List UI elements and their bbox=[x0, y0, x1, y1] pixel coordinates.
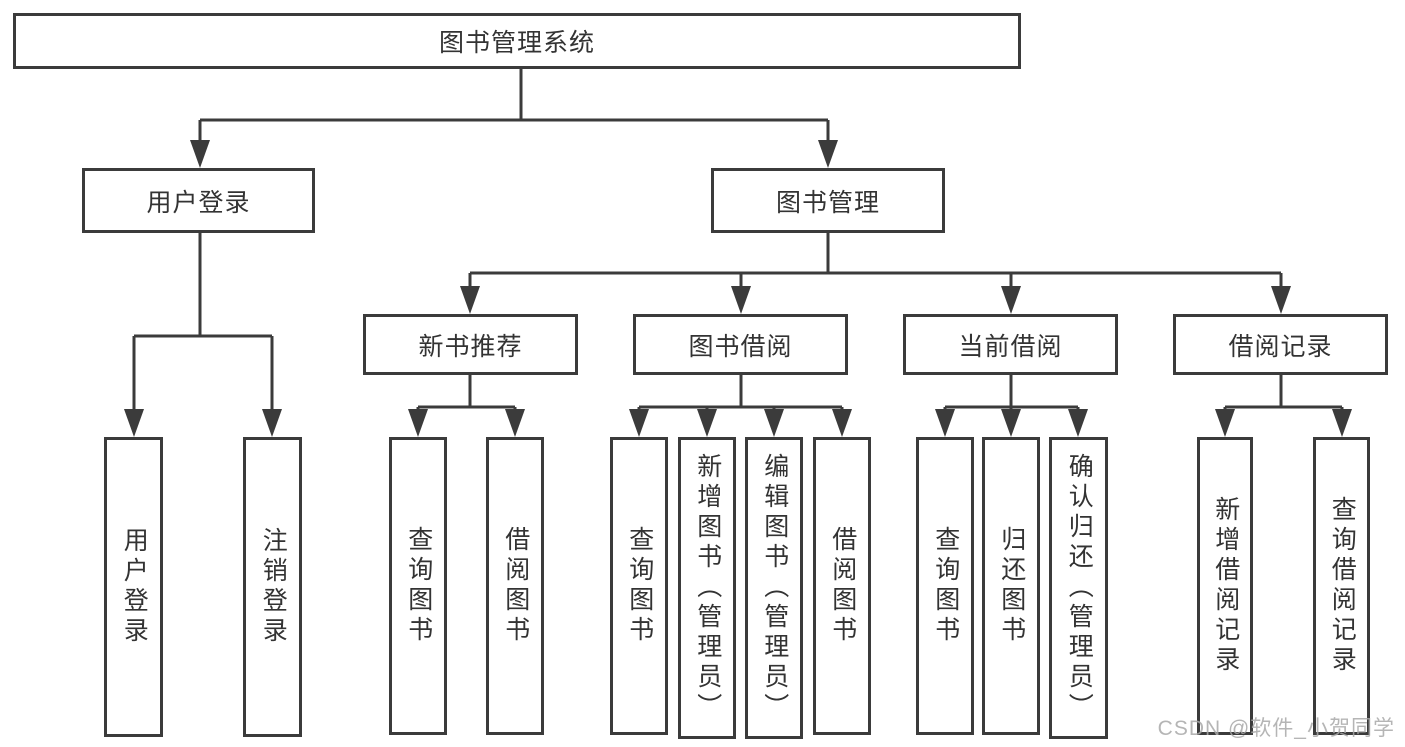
csdn-watermark: CSDN @软件_小贺同学 bbox=[1157, 717, 1395, 740]
node-label: 图书借阅 bbox=[688, 332, 793, 361]
node-label: 查询图书 bbox=[931, 526, 960, 646]
node-user-login: 用户登录 bbox=[82, 168, 315, 233]
node-label: 借阅图书 bbox=[828, 526, 857, 646]
node-book-management: 图书管理 bbox=[711, 168, 945, 233]
leaf-query-books-2: 查询图书 bbox=[610, 437, 668, 735]
leaf-add-books-admin: 新增图书（管理员） bbox=[678, 437, 736, 739]
leaf-return-books: 归还图书 bbox=[982, 437, 1040, 735]
node-current-borrow: 当前借阅 bbox=[903, 314, 1118, 375]
node-label: 编辑图书（管理员） bbox=[760, 453, 789, 723]
node-label: 用户登录 bbox=[120, 527, 149, 647]
leaf-query-borrow-record: 查询借阅记录 bbox=[1313, 437, 1370, 735]
node-book-borrow: 图书借阅 bbox=[633, 314, 848, 375]
leaf-confirm-return-admin: 确认归还（管理员） bbox=[1049, 437, 1108, 739]
node-label: 新增图书（管理员） bbox=[693, 453, 722, 723]
node-label: 当前借阅 bbox=[958, 332, 1063, 361]
node-label: 新增借阅记录 bbox=[1211, 496, 1240, 676]
leaf-user-login: 用户登录 bbox=[104, 437, 163, 737]
node-label: 确认归还（管理员） bbox=[1065, 453, 1094, 723]
node-label: 查询图书 bbox=[404, 526, 433, 646]
node-new-book-recommend: 新书推荐 bbox=[363, 314, 578, 375]
node-library-management-system: 图书管理系统 bbox=[13, 13, 1021, 69]
leaf-logout: 注销登录 bbox=[243, 437, 302, 737]
node-label: 注销登录 bbox=[259, 527, 288, 647]
node-label: 归还图书 bbox=[997, 526, 1026, 646]
node-label: 查询借阅记录 bbox=[1328, 496, 1357, 676]
node-label: 用户登录 bbox=[146, 188, 251, 217]
node-label: 新书推荐 bbox=[418, 332, 523, 361]
arrowhead-icons bbox=[124, 140, 1352, 437]
node-label: 借阅记录 bbox=[1228, 332, 1333, 361]
leaf-borrow-books-1: 借阅图书 bbox=[486, 437, 544, 735]
node-label: 图书管理 bbox=[775, 188, 880, 217]
leaf-query-books-3: 查询图书 bbox=[916, 437, 974, 735]
node-label: 借阅图书 bbox=[501, 526, 530, 646]
node-label: 查询图书 bbox=[625, 526, 654, 646]
node-label: 图书管理系统 bbox=[438, 29, 595, 57]
leaf-add-borrow-record: 新增借阅记录 bbox=[1197, 437, 1253, 735]
node-borrow-records: 借阅记录 bbox=[1173, 314, 1388, 375]
leaf-borrow-books-2: 借阅图书 bbox=[813, 437, 871, 735]
leaf-query-books-1: 查询图书 bbox=[389, 437, 447, 735]
leaf-edit-books-admin: 编辑图书（管理员） bbox=[745, 437, 803, 739]
